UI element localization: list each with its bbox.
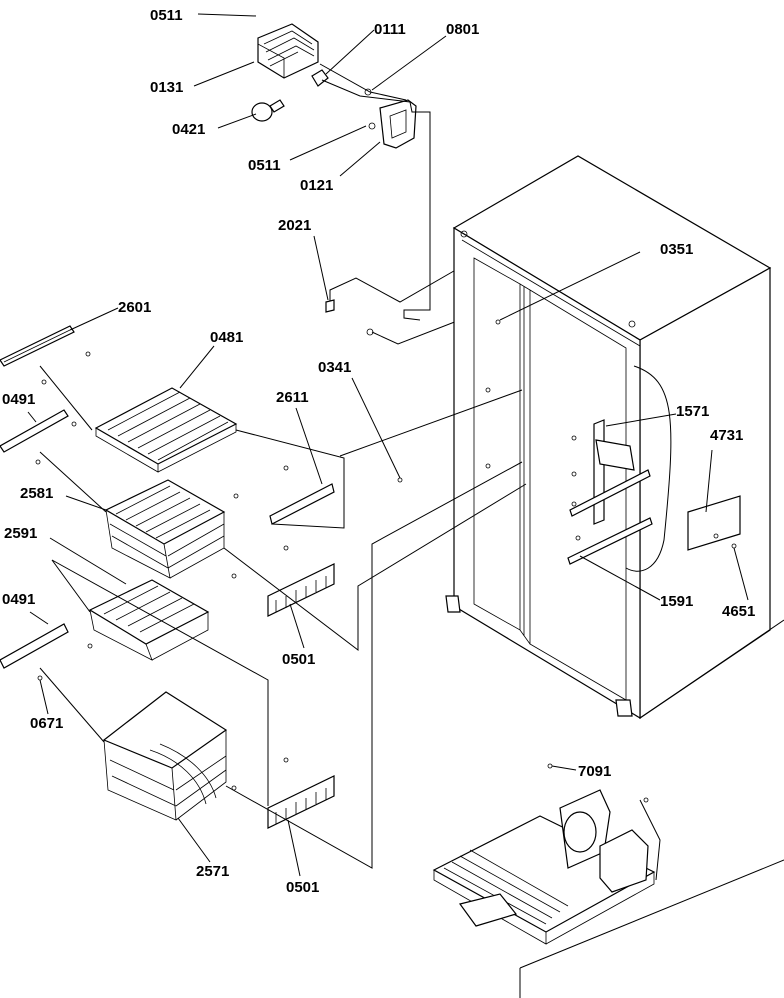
part-label-4651: 4651 (722, 603, 755, 620)
freezer-shelves-baskets (0, 325, 527, 869)
part-label-2571: 2571 (196, 863, 229, 880)
part-label-2021: 2021 (278, 217, 311, 234)
part-label-0481: 0481 (210, 329, 243, 346)
part-label-0121: 0121 (300, 177, 333, 194)
cover-plate-4731 (687, 495, 741, 551)
part-label-0501: 0501 (282, 651, 315, 668)
part-label-0131: 0131 (150, 79, 183, 96)
part-label-0501: 0501 (286, 879, 319, 896)
part-label-1591: 1591 (660, 593, 693, 610)
part-label-7091: 7091 (578, 763, 611, 780)
part-label-1571: 1571 (676, 403, 709, 420)
part-label-2601: 2601 (118, 299, 151, 316)
part-number-labels: 0511 0131 0111 0801 0421 0511 0121 2021 … (2, 7, 755, 896)
control-wire-2021 (325, 263, 471, 345)
part-label-4731: 4731 (710, 427, 743, 444)
refrigerator-cabinet (445, 155, 784, 720)
machine-compartment-assembly (432, 763, 784, 998)
part-label-2591: 2591 (4, 525, 37, 542)
part-label-0421: 0421 (172, 121, 205, 138)
shelf-bracket-assembly (567, 419, 653, 565)
part-label-0671: 0671 (30, 715, 63, 732)
part-label-0511: 0511 (248, 157, 281, 174)
part-label-0491: 0491 (2, 591, 35, 608)
part-label-0491: 0491 (2, 391, 35, 408)
part-label-0801: 0801 (446, 21, 479, 38)
part-label-2581: 2581 (20, 485, 53, 502)
part-label-0351: 0351 (660, 241, 693, 258)
part-label-0341: 0341 (318, 359, 351, 376)
light-housing-assembly (251, 23, 431, 321)
part-label-0511: 0511 (150, 7, 183, 24)
part-label-2611: 2611 (276, 389, 309, 406)
leader-lines (27, 13, 749, 877)
part-label-0111: 0111 (374, 21, 406, 38)
